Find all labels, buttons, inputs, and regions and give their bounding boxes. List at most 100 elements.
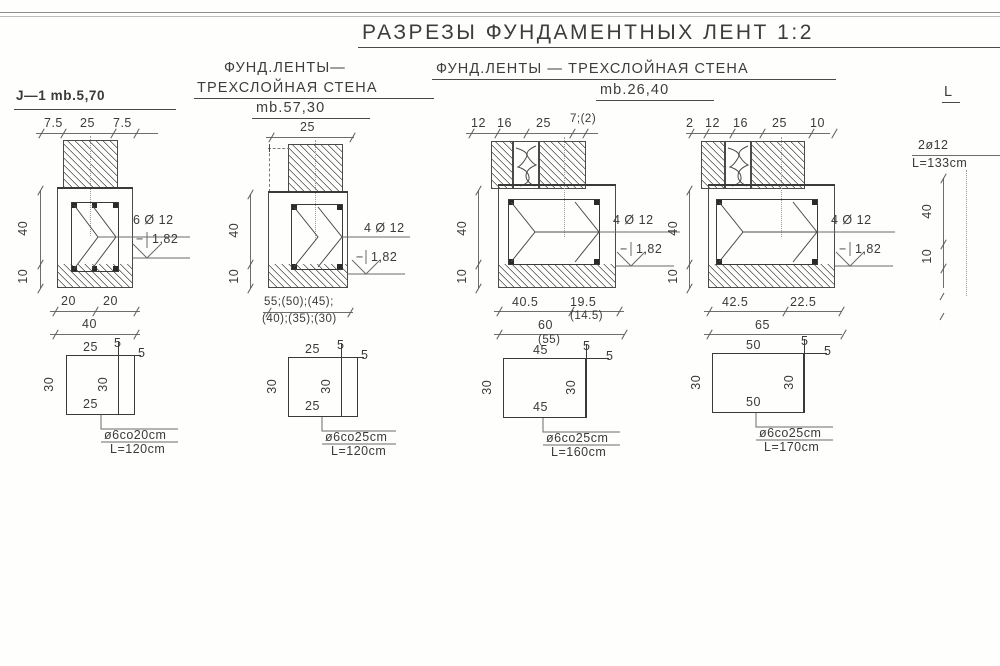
section-5-rebar-label: 2ø12 [918, 138, 949, 152]
section-3-centerline [564, 137, 565, 237]
stirrup-1-hook-side: 5 [138, 346, 146, 360]
page-title-underline [358, 47, 1000, 48]
page-title: РАЗРЕЗЫ ФУНДАМЕНТНЫХ ЛЕНТ 1:2 [362, 21, 814, 44]
stirrup-4-length: L=170cm [764, 440, 820, 454]
section-3-wall-insulation [513, 141, 539, 189]
stirrup-3-length: L=160cm [551, 445, 607, 459]
section-2-bottom-dim-line1: 55;(50);(45); [264, 296, 334, 308]
section-4-wall-outer-leaf [701, 141, 725, 189]
stirrup-1-hook-vertical [118, 341, 119, 415]
section-5-length-label: L=133cm [912, 156, 968, 170]
heading-group-a: J—1 mb.5,70 [16, 88, 106, 103]
stirrup-1-top-dim: 25 [83, 340, 98, 354]
section-4-rebar-label: 4 Ø 12 [831, 213, 872, 227]
section-1-top-dim-0: 7.5 [44, 116, 63, 130]
section-4-bottom-dim-line [704, 311, 842, 312]
section-1-bottom-dim-0: 20 [61, 294, 76, 308]
stirrup-3-outline [503, 358, 586, 418]
stirrup-4-spec: ø6co25cm [759, 426, 822, 440]
heading-group-a-underline [14, 109, 176, 110]
stirrup-1-length: L=120cm [110, 442, 166, 456]
section-5-rebar-underline [912, 155, 1000, 156]
stirrup-3-hook-horizontal [586, 358, 609, 359]
section-4-top-dim-line [686, 133, 830, 134]
stirrup-3-hook-top: 5 [583, 339, 591, 353]
sheet-border-top [0, 12, 1000, 13]
rebar-dot [337, 264, 342, 269]
section-3-level-sign: − [620, 242, 628, 256]
section-3-wall-outer-leaf [491, 141, 513, 189]
section-1-centerline [90, 136, 91, 236]
stirrup-3-bottom-dim: 45 [533, 400, 548, 414]
stirrup-2-spec: ø6co25cm [325, 430, 388, 444]
stirrup-1-bottom-dim: 25 [83, 397, 98, 411]
stirrup-2-top-dim: 25 [305, 342, 320, 356]
stirrup-3-spec: ø6co25cm [546, 431, 609, 445]
heading-group-b-line2: ТРЕХСЛОЙНАЯ СТЕНА [197, 80, 378, 96]
section-5-centerline [966, 170, 967, 296]
heading-group-c-underline-2 [596, 100, 714, 101]
section-3-top-dim-1: 16 [497, 116, 512, 130]
section-2-level-sign: − [356, 250, 364, 264]
stirrup-2-outline [288, 357, 358, 417]
section-2-offset-dash-v [269, 148, 270, 192]
section-2-bottom-dim-line [263, 312, 353, 313]
stirrup-1-hook-horizontal [118, 355, 141, 356]
section-2-level-label: 1,82 [371, 250, 398, 264]
section-2-offset-tick [269, 144, 270, 152]
section-4-level-label: 1,82 [855, 242, 882, 256]
section-4-bottom-dim-1: 22.5 [790, 295, 817, 309]
section-1-top-dim-2: 7.5 [113, 116, 132, 130]
section-3-top-dim-0: 12 [471, 116, 486, 130]
stirrup-4-outline [712, 353, 804, 413]
rebar-dot [594, 259, 599, 264]
section-4-centerline [781, 137, 782, 237]
section-4-level-sign: − [839, 242, 847, 256]
section-1-bottom-dim-line [50, 311, 140, 312]
section-4-top-dim-2: 16 [733, 116, 748, 130]
section-4-wall-inner-leaf [751, 141, 805, 189]
stirrup-2-hook-top: 5 [337, 338, 345, 352]
section-3-blinding [499, 264, 615, 287]
section-3-overall-dim-line [494, 334, 624, 335]
section-3-bottom-dim-0: 40.5 [512, 295, 539, 309]
section-2-top-dim-0: 25 [300, 120, 315, 134]
heading-group-c-line2: mb.26,40 [600, 82, 670, 98]
stirrup-1-spec: ø6co20cm [104, 428, 167, 442]
section-2-centerline [315, 140, 316, 240]
stirrup-1-hook-top: 5 [114, 336, 122, 350]
rebar-dot [812, 200, 817, 205]
section-2-left-dim-line [250, 194, 251, 288]
section-1-rebar-label: 6 Ø 12 [133, 213, 174, 227]
stirrup-1-outline [66, 355, 135, 415]
section-3-top-dim-line [466, 133, 598, 134]
sheet-border-top-2 [0, 16, 1000, 17]
stirrup-2-hook-side: 5 [361, 348, 369, 362]
rebar-dot [92, 203, 97, 208]
stirrup-3-top-dim: 45 [533, 343, 548, 357]
section-3-level-label: 1,82 [636, 242, 663, 256]
section-4-blinding [709, 264, 834, 287]
section-1-level-label: 1,82 [152, 232, 179, 246]
stirrup-4-hook-top: 5 [801, 334, 809, 348]
section-4-wall-insulation [725, 141, 751, 189]
section-1-footing-topcap [57, 187, 133, 190]
section-4-bottom-dim-0: 42.5 [722, 295, 749, 309]
section-4-top-dim-0: 2 [686, 116, 694, 130]
section-1-top-dim-1: 25 [80, 116, 95, 130]
section-3-left-dim-line [478, 190, 479, 288]
section-3-overall-width-alt: (55) [538, 334, 561, 346]
